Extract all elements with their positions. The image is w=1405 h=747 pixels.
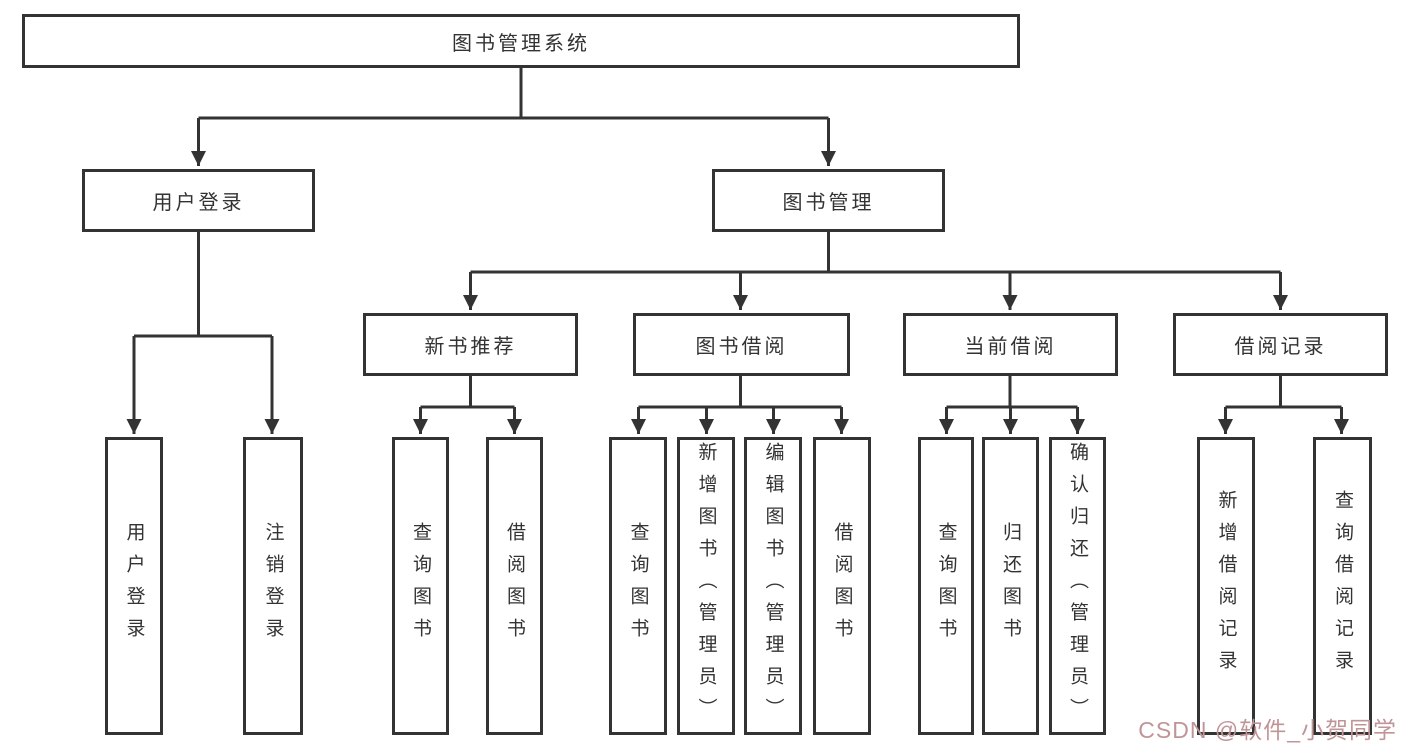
- csdn-watermark: CSDN @软件_小贺同学: [1138, 717, 1397, 743]
- node-label: 新增借阅记录: [1215, 490, 1237, 682]
- node-label: 用户登录: [123, 522, 145, 650]
- node-label: 确认归还（管理员）: [1067, 442, 1088, 730]
- node-label: 注销登录: [262, 522, 284, 650]
- node-label: 图书管理: [782, 192, 875, 214]
- node-label: 借阅记录: [1234, 336, 1327, 358]
- node-label: 当前借阅: [964, 336, 1057, 358]
- node-label: 图书管理系统: [452, 32, 590, 55]
- leaf-query-borrow-record: 查询借阅记录: [1313, 437, 1372, 735]
- node-label: 查询图书: [935, 522, 957, 650]
- node-book-borrow: 图书借阅: [633, 313, 850, 376]
- node-label: 查询借阅记录: [1332, 490, 1353, 682]
- leaf-add-borrow-record: 新增借阅记录: [1197, 437, 1255, 735]
- leaf-query-books-borrow: 查询图书: [609, 437, 667, 735]
- node-new-book-recommend: 新书推荐: [363, 313, 578, 376]
- leaf-edit-books-admin: 编辑图书（管理员）: [744, 437, 802, 735]
- node-label: 查询图书: [627, 522, 649, 650]
- leaf-confirm-return-admin: 确认归还（管理员）: [1049, 437, 1106, 735]
- node-label: 归还图书: [1000, 522, 1021, 650]
- leaf-logout: 注销登录: [243, 437, 303, 735]
- node-label: 借阅图书: [504, 522, 525, 650]
- node-borrow-records: 借阅记录: [1173, 313, 1388, 376]
- node-label: 图书借阅: [695, 336, 788, 358]
- node-label: 编辑图书（管理员）: [762, 442, 784, 730]
- node-current-borrow: 当前借阅: [903, 313, 1118, 376]
- leaf-borrow-books-recommend: 借阅图书: [486, 437, 543, 735]
- leaf-query-books-recommend: 查询图书: [392, 437, 449, 735]
- node-label: 查询图书: [410, 522, 431, 650]
- node-book-management: 图书管理: [712, 169, 945, 232]
- leaf-borrow-books: 借阅图书: [813, 437, 871, 735]
- leaf-add-books-admin: 新增图书（管理员）: [677, 437, 735, 735]
- leaf-return-books: 归还图书: [982, 437, 1039, 735]
- node-label: 用户登录: [152, 192, 245, 214]
- leaf-user-login: 用户登录: [105, 437, 163, 735]
- node-user-login: 用户登录: [82, 169, 315, 232]
- node-label: 借阅图书: [831, 522, 853, 650]
- node-root-library-system: 图书管理系统: [22, 14, 1020, 68]
- leaf-query-books-current: 查询图书: [918, 437, 974, 735]
- node-label: 新增图书（管理员）: [695, 442, 717, 730]
- node-label: 新书推荐: [424, 336, 517, 358]
